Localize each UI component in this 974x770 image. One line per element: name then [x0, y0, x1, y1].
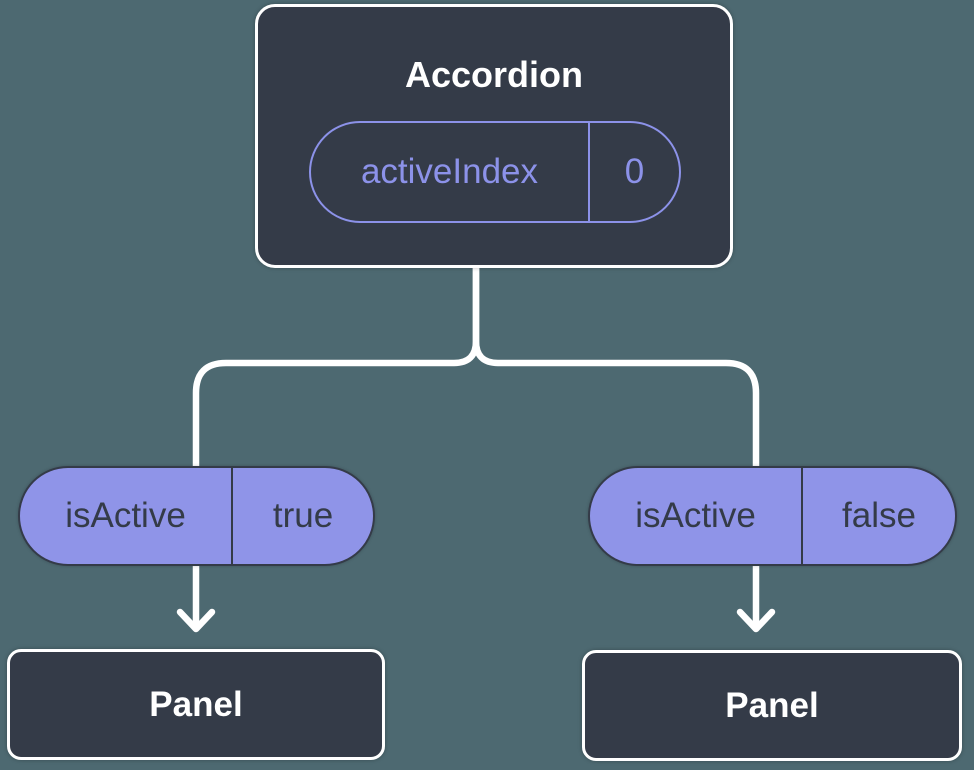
pill-divider [801, 468, 803, 564]
connector-branch-left [192, 262, 480, 474]
state-name: activeIndex [360, 152, 539, 191]
prop-name: isActive [65, 496, 186, 535]
accordion-title: Accordion [404, 54, 583, 95]
prop-value: true [272, 496, 334, 535]
state-value: 0 [624, 152, 645, 191]
prop-name: isActive [635, 496, 756, 535]
prop-pill-right: isActive false [588, 466, 957, 566]
connector-branch-right [472, 262, 760, 474]
panel-node-left: Panel [7, 649, 385, 760]
panel-node-right: Panel [582, 650, 962, 761]
prop-pill-left: isActive true [18, 466, 375, 566]
panel-title: Panel [725, 685, 819, 725]
accordion-node: Accordion activeIndex 0 [255, 4, 733, 268]
panel-title: Panel [149, 684, 243, 724]
arrow-right-head-icon [736, 608, 776, 633]
accordion-state-pill: activeIndex 0 [309, 121, 681, 223]
arrow-left-head-icon [176, 608, 216, 633]
pill-divider [588, 123, 590, 221]
pill-divider [231, 468, 233, 564]
prop-value: false [842, 496, 916, 535]
